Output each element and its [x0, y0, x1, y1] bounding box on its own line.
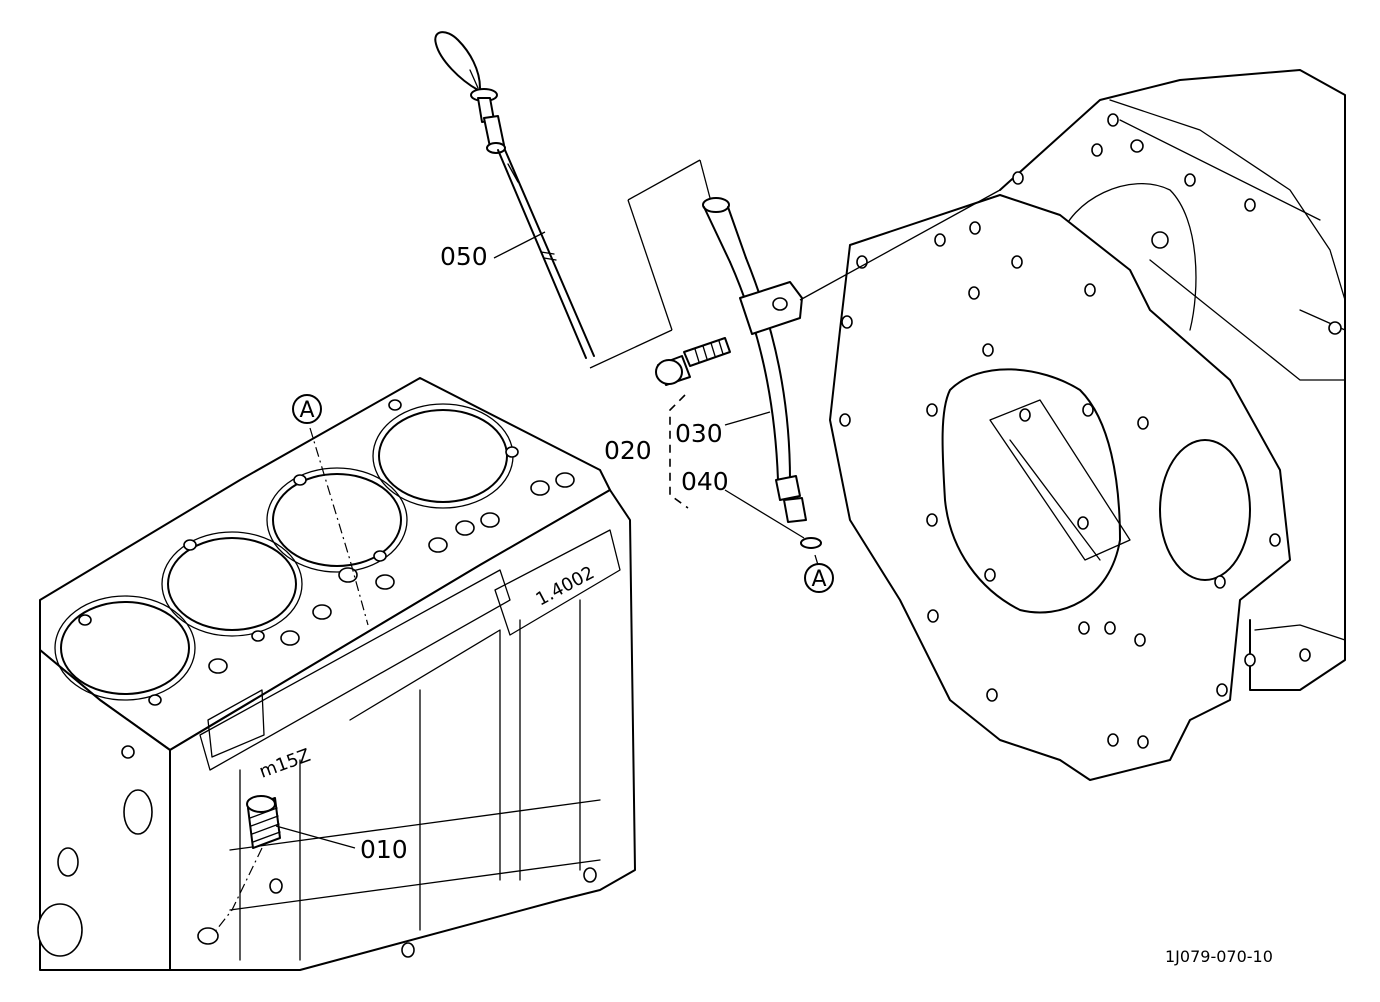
part-010-plug: [197, 795, 281, 945]
leader-lines: [275, 231, 819, 849]
flywheel-housing: [829, 69, 1346, 781]
part-020-bolt: [655, 337, 731, 386]
reference-circle-upper: [292, 394, 322, 424]
part-label-050: 050: [440, 242, 488, 271]
part-label-030: 030: [675, 419, 723, 448]
reference-mark-upper: A: [299, 398, 314, 423]
part-label-010: 010: [360, 835, 408, 864]
reference-mark-lower: A: [811, 567, 826, 592]
part-label-020: 020: [604, 436, 652, 465]
part-030-guide-tube: [702, 197, 807, 523]
part-label-040: 040: [681, 467, 729, 496]
part-040-o-ring: [800, 537, 822, 549]
assembly-lines: [309, 159, 1001, 626]
cylinder-block: [37, 377, 636, 971]
part-050-dipstick: [434, 31, 595, 359]
drawing-id: 1J079-070-10: [1165, 947, 1273, 966]
reference-circle-lower: [804, 563, 834, 593]
